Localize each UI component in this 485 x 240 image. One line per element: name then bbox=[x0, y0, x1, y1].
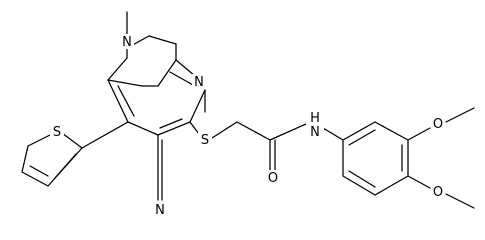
thioether-sulfur-label: S bbox=[198, 132, 212, 148]
amine-nitrogen-label: N bbox=[120, 34, 134, 50]
svg-text:N: N bbox=[310, 125, 320, 140]
carbonyl-oxygen-label: O bbox=[266, 170, 280, 186]
amide-nitrogen-label: H N bbox=[306, 111, 324, 140]
molecule-structure: N N S S H N O O O bbox=[21, 11, 475, 218]
svg-text:N: N bbox=[122, 35, 132, 50]
atom-labels: N N S S H N O O O bbox=[50, 34, 445, 218]
svg-text:S: S bbox=[53, 125, 61, 140]
svg-text:O: O bbox=[433, 185, 443, 200]
thiophene-sulfur-label: S bbox=[50, 124, 64, 140]
svg-text:H: H bbox=[310, 111, 320, 126]
svg-text:O: O bbox=[268, 171, 278, 186]
svg-text:N: N bbox=[194, 75, 204, 90]
svg-text:O: O bbox=[433, 117, 443, 132]
pyridine-nitrogen-label: N bbox=[192, 74, 206, 90]
bonds bbox=[21, 11, 475, 209]
methoxy-oxygen-1-label: O bbox=[431, 116, 445, 132]
svg-text:N: N bbox=[155, 203, 165, 218]
nitrile-nitrogen-label: N bbox=[153, 202, 167, 218]
svg-text:S: S bbox=[201, 133, 209, 148]
methoxy-oxygen-2-label: O bbox=[431, 184, 445, 200]
